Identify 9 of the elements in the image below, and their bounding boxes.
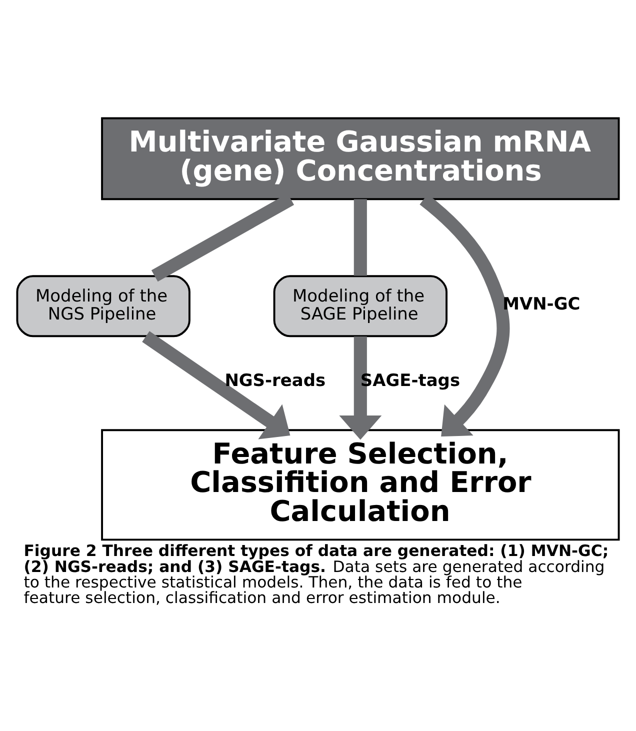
- node-box: Modeling of the NGS Pipeline: [16, 275, 190, 338]
- arrow: [142, 331, 290, 440]
- node-box: Feature Selection, Classifition and Error Calculation: [101, 429, 620, 541]
- arrow: [339, 336, 382, 440]
- node-box: Multivariate Gaussian mRNA (gene) Concentrations: [101, 117, 620, 200]
- node-box: Modeling of the SAGE Pipeline: [273, 275, 448, 338]
- caption: Figure 2 Three different types of data are generated: (1) MVN-GC; (2) NGS-reads; and (3) SAGE-tags. Data sets are generated according to the respective statistical models. Then, the data is fed to the feature selection, classification and error estimation module.: [24, 541, 609, 608]
- edge-label: NGS-reads: [224, 370, 326, 390]
- connector: [354, 199, 367, 276]
